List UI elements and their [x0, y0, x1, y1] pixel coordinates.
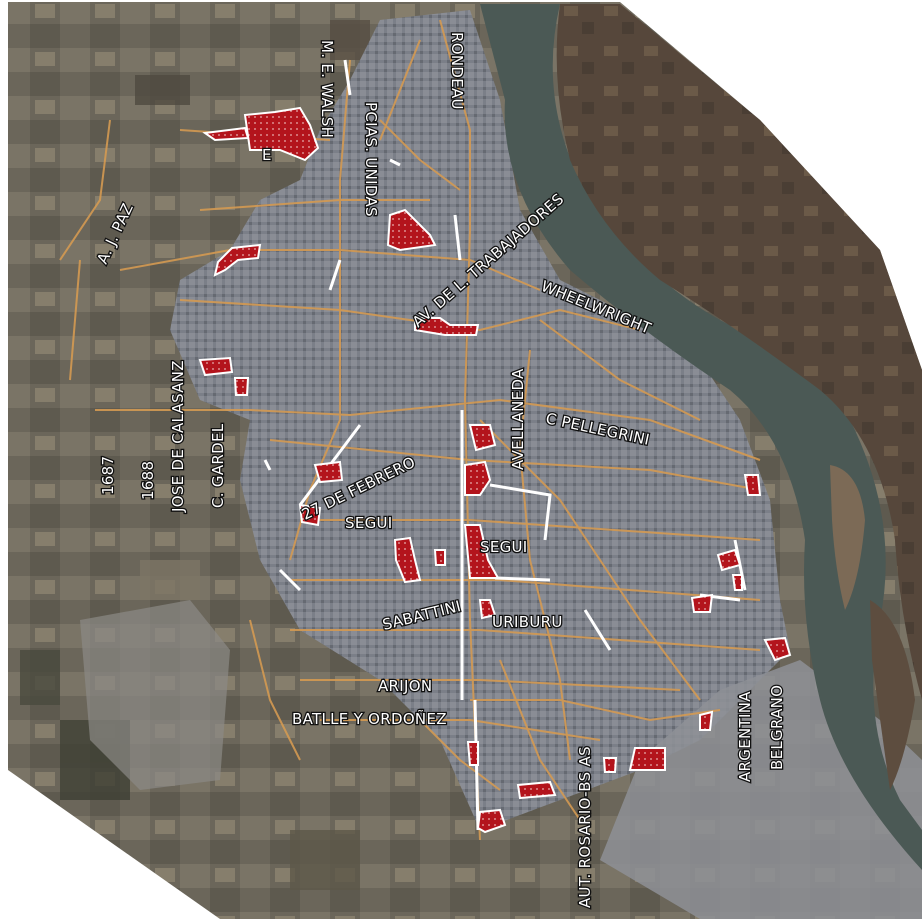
- label-belgrano: BELGRANO: [768, 685, 786, 770]
- label-1687: 1687: [99, 456, 117, 495]
- river-islet: [830, 465, 865, 610]
- label-segui-east: SEGUI: [480, 538, 528, 556]
- highlighted-zones: [198, 106, 792, 834]
- label-segui-west: SEGUI: [345, 514, 393, 532]
- label-jose-de-calasanz: JOSE DE CALASANZ: [169, 360, 187, 513]
- label-aut-rosario-bs-as: AUT. ROSARIO-BS AS: [576, 746, 594, 908]
- label-arijon: ARIJON: [378, 677, 432, 695]
- river: [480, 4, 922, 870]
- label-uriburu: URIBURU: [492, 613, 563, 631]
- label-m-e-walsh: M. E. WALSH: [318, 40, 336, 138]
- western-town: [80, 600, 230, 790]
- label-1688: 1688: [139, 461, 157, 500]
- label-batlle-y-ordonez: BATLLE Y ORDOÑEZ: [292, 709, 447, 728]
- river-island: [556, 4, 922, 700]
- label-argentina: ARGENTINA: [736, 691, 754, 782]
- river-islet-2: [870, 600, 915, 790]
- label-rondeau: RONDEAU: [448, 32, 466, 110]
- label-pcias-unidas: PCIAS. UNIDAS: [362, 102, 380, 217]
- label-c-gardel: C. GARDEL: [209, 423, 227, 508]
- label-zone-top: E: [262, 146, 272, 164]
- label-avellaneda: AVELLANEDA: [509, 368, 527, 470]
